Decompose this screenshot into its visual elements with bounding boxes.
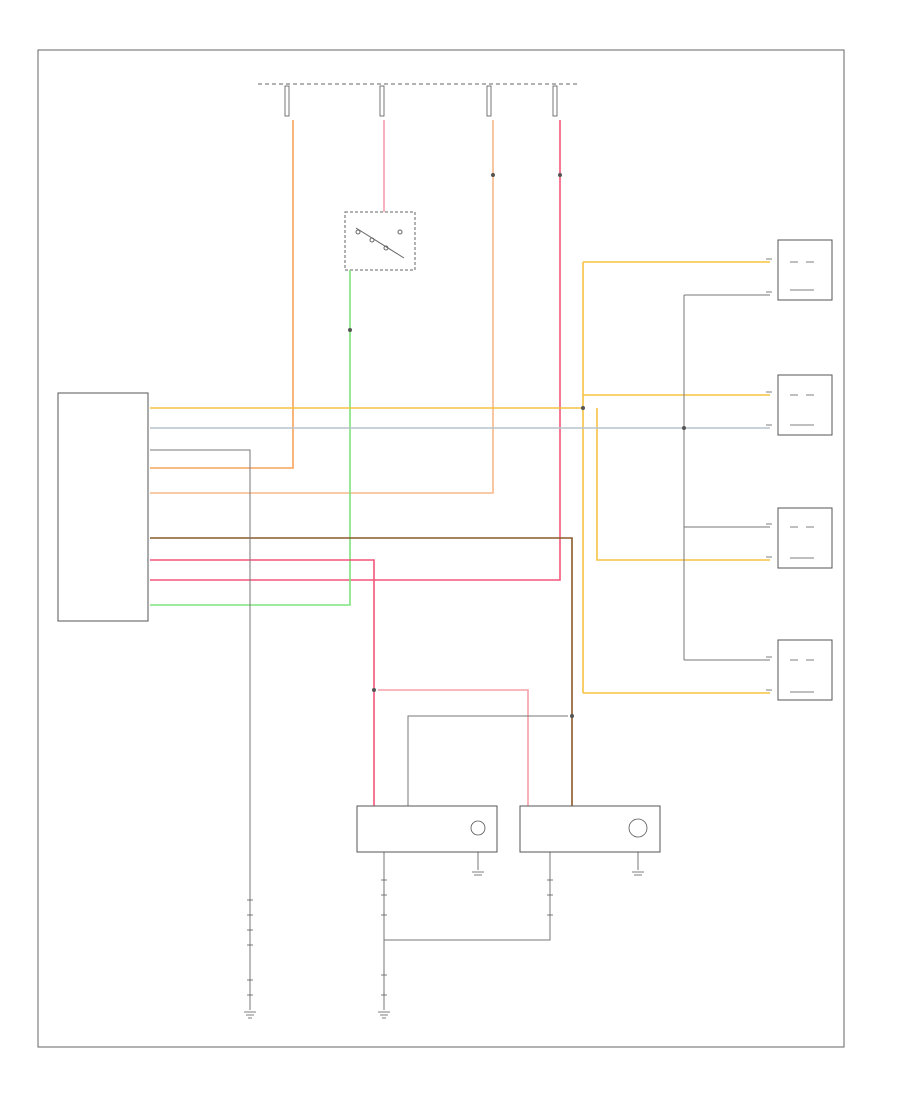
ground-left-bcm — [244, 1011, 256, 1019]
wire-orange — [150, 120, 294, 469]
wire-gray-ground-left — [150, 449, 251, 1010]
wire-gray-act-right — [384, 852, 551, 941]
wire-pink-lock — [150, 559, 375, 806]
wire-peach — [150, 120, 494, 494]
wire-lightpink-cross — [378, 689, 529, 806]
diagram-border — [37, 49, 845, 1048]
door-lock-relay — [344, 211, 416, 271]
lock-actuator-left — [356, 805, 498, 853]
door-switch-1 — [777, 239, 833, 301]
wire-green — [150, 270, 351, 606]
ground-left-actuator — [378, 1011, 390, 1019]
wire-brown — [150, 537, 573, 806]
wire-gray-cross — [407, 715, 568, 806]
lock-actuator-right — [519, 805, 661, 853]
connector-ticks — [247, 258, 772, 996]
splices — [348, 173, 686, 718]
wires — [150, 120, 770, 1010]
body-control-module — [57, 392, 149, 622]
fuse-block — [258, 83, 580, 117]
door-switch-4 — [777, 639, 833, 701]
door-switch-2 — [777, 374, 833, 436]
wire-pink-main — [150, 120, 561, 581]
fuse-1 — [284, 85, 290, 117]
fuse-4 — [552, 85, 558, 117]
fuse-2 — [379, 85, 385, 117]
ground-junctions — [472, 871, 644, 876]
fuse-3 — [486, 85, 492, 117]
door-switch-3 — [777, 507, 833, 569]
wire-yellow-s3 — [596, 408, 770, 561]
